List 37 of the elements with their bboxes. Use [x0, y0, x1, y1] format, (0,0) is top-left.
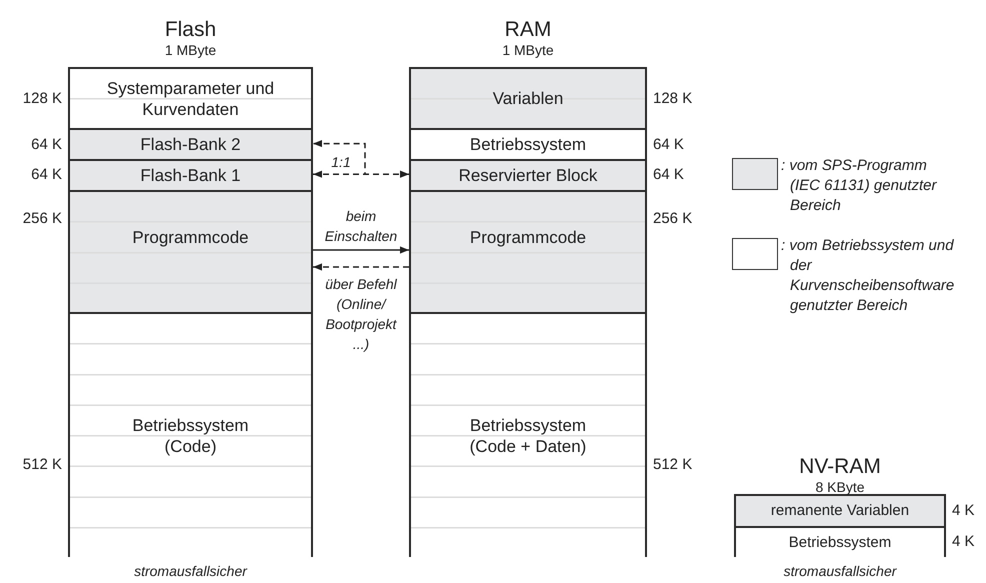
arrow [313, 263, 409, 271]
segment-label: Betriebssystem [788, 532, 892, 553]
size-label: 64 K [31, 136, 62, 154]
memory-title: RAM [504, 18, 552, 42]
memory-title: Flash [164, 18, 216, 42]
segment-label: Reservierter Block [458, 164, 598, 186]
legend-text: : vom Betriebssystem und der Kurvenscheibensoftware genutzter Bereich [780, 236, 955, 316]
arrow [313, 140, 409, 178]
note-text: stromausfallsicher [784, 563, 896, 579]
size-label: 512 K [22, 456, 62, 474]
capacity-label: 8 KByte [815, 479, 865, 496]
capacity-label: 1 MByte [502, 42, 554, 59]
segment-label: Flash-Bank 2 [140, 134, 241, 156]
size-label: 4 K [952, 533, 975, 552]
arrow [313, 246, 409, 254]
memory-title: NV-RAM [799, 455, 881, 479]
segment-label: Variablen [492, 88, 564, 110]
segment-label: Programmcode [470, 227, 586, 248]
legend-text: : vom SPS-Programm (IEC 61131) genutzter Bereich [780, 156, 938, 216]
segment-label: Flash-Bank 1 [140, 164, 241, 186]
size-label: 64 K [31, 166, 62, 184]
capacity-label: 1 MByte [164, 42, 216, 59]
size-label: 256 K [653, 210, 692, 228]
size-label: 512 K [653, 456, 692, 474]
segment-label: Systemparameter und Kurvendaten [106, 78, 276, 120]
size-label: 4 K [952, 502, 975, 520]
segment-label: Betriebssystem (Code) [131, 414, 250, 456]
segment-label: Betriebssystem [470, 134, 586, 156]
size-label: 128 K [22, 90, 62, 108]
segment-label: Programmcode [132, 227, 249, 248]
note-text: stromausfallsicher [134, 563, 247, 579]
size-label: 256 K [22, 210, 62, 228]
segment-label: Betriebssystem (Code + Daten) [468, 414, 588, 456]
size-label: 64 K [653, 136, 684, 154]
size-label: 128 K [653, 90, 692, 108]
segment-label: remanente Variablen [770, 501, 910, 522]
size-label: 64 K [653, 166, 684, 184]
